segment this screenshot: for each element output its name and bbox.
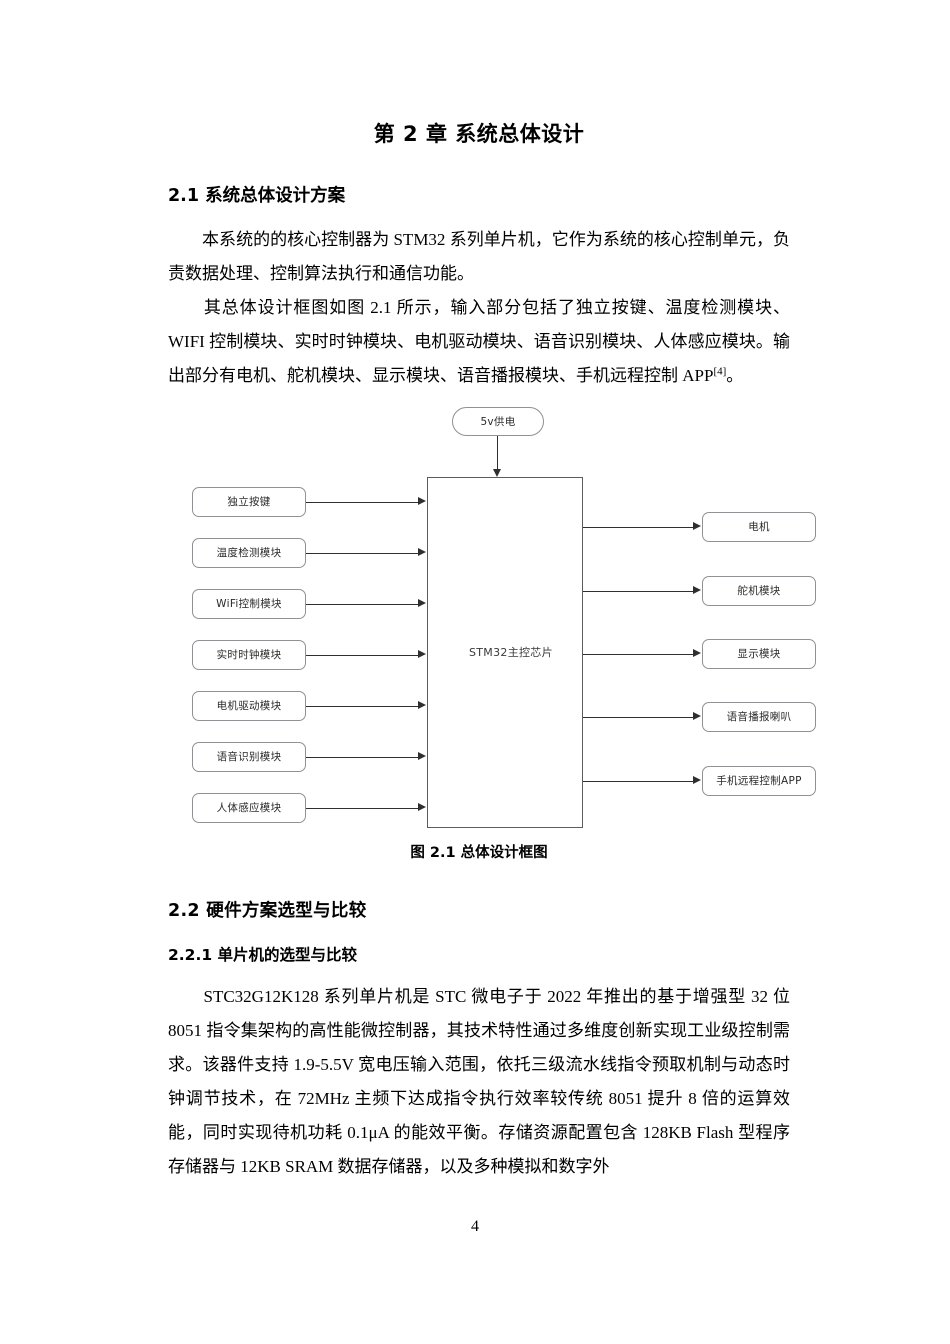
diagram-edge-output-3 xyxy=(583,716,694,718)
diagram-node-input-0: 独立按键 xyxy=(192,486,306,517)
page-content: 第 2 章 系统总体设计 2.1 系统总体设计方案 本系统的的核心控制器为 ST… xyxy=(168,0,816,1184)
diagram-node-input-5-label: 语音识别模块 xyxy=(216,751,282,764)
diagram-arrowhead-input-0 xyxy=(418,497,426,506)
figure-caption: 图 2.1 总体设计框图 xyxy=(410,844,548,861)
diagram-edge-input-3 xyxy=(306,654,419,656)
diagram-node-output-0: 电机 xyxy=(702,511,816,542)
diagram-arrowhead-input-4 xyxy=(418,701,426,710)
diagram-node-input-5: 语音识别模块 xyxy=(192,741,306,772)
diagram-node-input-3: 实时时钟模块 xyxy=(192,639,306,670)
diagram-arrowhead-input-3 xyxy=(418,650,426,659)
page-title: 第 2 章 系统总体设计 xyxy=(373,122,585,146)
heading-2-2: 2.2 硬件方案选型与比较 xyxy=(168,900,367,921)
diagram-arrowhead-output-2 xyxy=(693,649,701,658)
diagram-arrowhead-output-1 xyxy=(693,586,701,595)
diagram-edge-output-0 xyxy=(583,526,694,528)
diagram-node-power-label: 5v供电 xyxy=(480,415,516,428)
diagram-node-mcu-label: STM32主控芯片 xyxy=(469,645,553,659)
diagram-edge-input-2 xyxy=(306,603,419,605)
diagram-node-input-0-label: 独立按键 xyxy=(227,496,271,509)
diagram-node-mcu: STM32主控芯片 xyxy=(427,476,583,828)
diagram-node-output-4-label: 手机远程控制APP xyxy=(716,775,802,788)
diagram-node-power: 5v供电 xyxy=(452,406,544,436)
diagram-edge-output-2 xyxy=(583,653,694,655)
diagram-edge-input-4 xyxy=(306,705,419,707)
diagram-arrowhead-input-1 xyxy=(418,548,426,557)
figure-2-1-block-diagram: 5v供电 STM32主控芯片 独立按键 温度检测模块 WiFi控制模块 xyxy=(168,406,816,837)
diagram-arrowhead-input-2 xyxy=(418,599,426,608)
diagram-node-output-0-label: 电机 xyxy=(748,521,770,534)
citation-reference: [4] xyxy=(713,365,727,378)
diagram-node-input-3-label: 实时时钟模块 xyxy=(216,649,282,662)
diagram-node-input-6-label: 人体感应模块 xyxy=(216,802,282,815)
diagram-node-input-4: 电机驱动模块 xyxy=(192,690,306,721)
diagram-node-output-3-label: 语音播报喇叭 xyxy=(726,711,792,724)
diagram-node-input-2-label: WiFi控制模块 xyxy=(216,598,282,611)
diagram-arrowhead-power xyxy=(493,468,501,477)
diagram-edge-power xyxy=(497,435,498,471)
diagram-node-input-4-label: 电机驱动模块 xyxy=(216,700,282,713)
diagram-arrowhead-output-3 xyxy=(693,712,701,721)
diagram-node-output-4: 手机远程控制APP xyxy=(702,765,816,796)
diagram-edge-output-4 xyxy=(583,780,694,782)
diagram-arrowhead-input-6 xyxy=(418,803,426,812)
page-number: 4 xyxy=(471,1218,479,1235)
diagram-edge-input-1 xyxy=(306,552,419,554)
diagram-edge-input-6 xyxy=(306,807,419,809)
heading-2-1: 2.1 系统总体设计方案 xyxy=(168,186,346,207)
diagram-arrowhead-output-0 xyxy=(693,522,701,531)
diagram-node-input-1-label: 温度检测模块 xyxy=(216,547,282,560)
diagram-edge-output-1 xyxy=(583,590,694,592)
diagram-node-output-1: 舵机模块 xyxy=(702,575,816,606)
diagram-node-input-1: 温度检测模块 xyxy=(192,537,306,568)
diagram-node-output-3: 语音播报喇叭 xyxy=(702,701,816,732)
paragraph-2-1-2: 其总体设计框图如图 2.1 所示，输入部分包括了独立按键、温度检测模块、WIFI… xyxy=(168,291,790,393)
diagram-node-output-2: 显示模块 xyxy=(702,638,816,669)
diagram-arrowhead-output-4 xyxy=(693,776,701,785)
paragraph-2-2-1-1: STC32G12K128 系列单片机是 STC 微电子于 2022 年推出的基于… xyxy=(168,986,795,1176)
diagram-node-output-1-label: 舵机模块 xyxy=(737,585,781,598)
diagram-node-input-6: 人体感应模块 xyxy=(192,792,306,823)
paragraph-2-1-2-text: 其总体设计框图如图 2.1 所示，输入部分包括了独立按键、温度检测模块、WIFI… xyxy=(168,297,790,385)
paragraph-2-1-1: 本系统的的核心控制器为 STM32 系列单片机，它作为系统的核心控制单元，负责数… xyxy=(168,229,790,283)
diagram-node-input-2: WiFi控制模块 xyxy=(192,588,306,619)
heading-2-2-1: 2.2.1 单片机的选型与比较 xyxy=(168,945,358,964)
diagram-edge-input-5 xyxy=(306,756,419,758)
diagram-edge-input-0 xyxy=(306,501,419,503)
diagram-node-output-2-label: 显示模块 xyxy=(737,648,781,661)
diagram-arrowhead-input-5 xyxy=(418,752,426,761)
paragraph-2-1-2-tail: 。 xyxy=(726,365,744,385)
